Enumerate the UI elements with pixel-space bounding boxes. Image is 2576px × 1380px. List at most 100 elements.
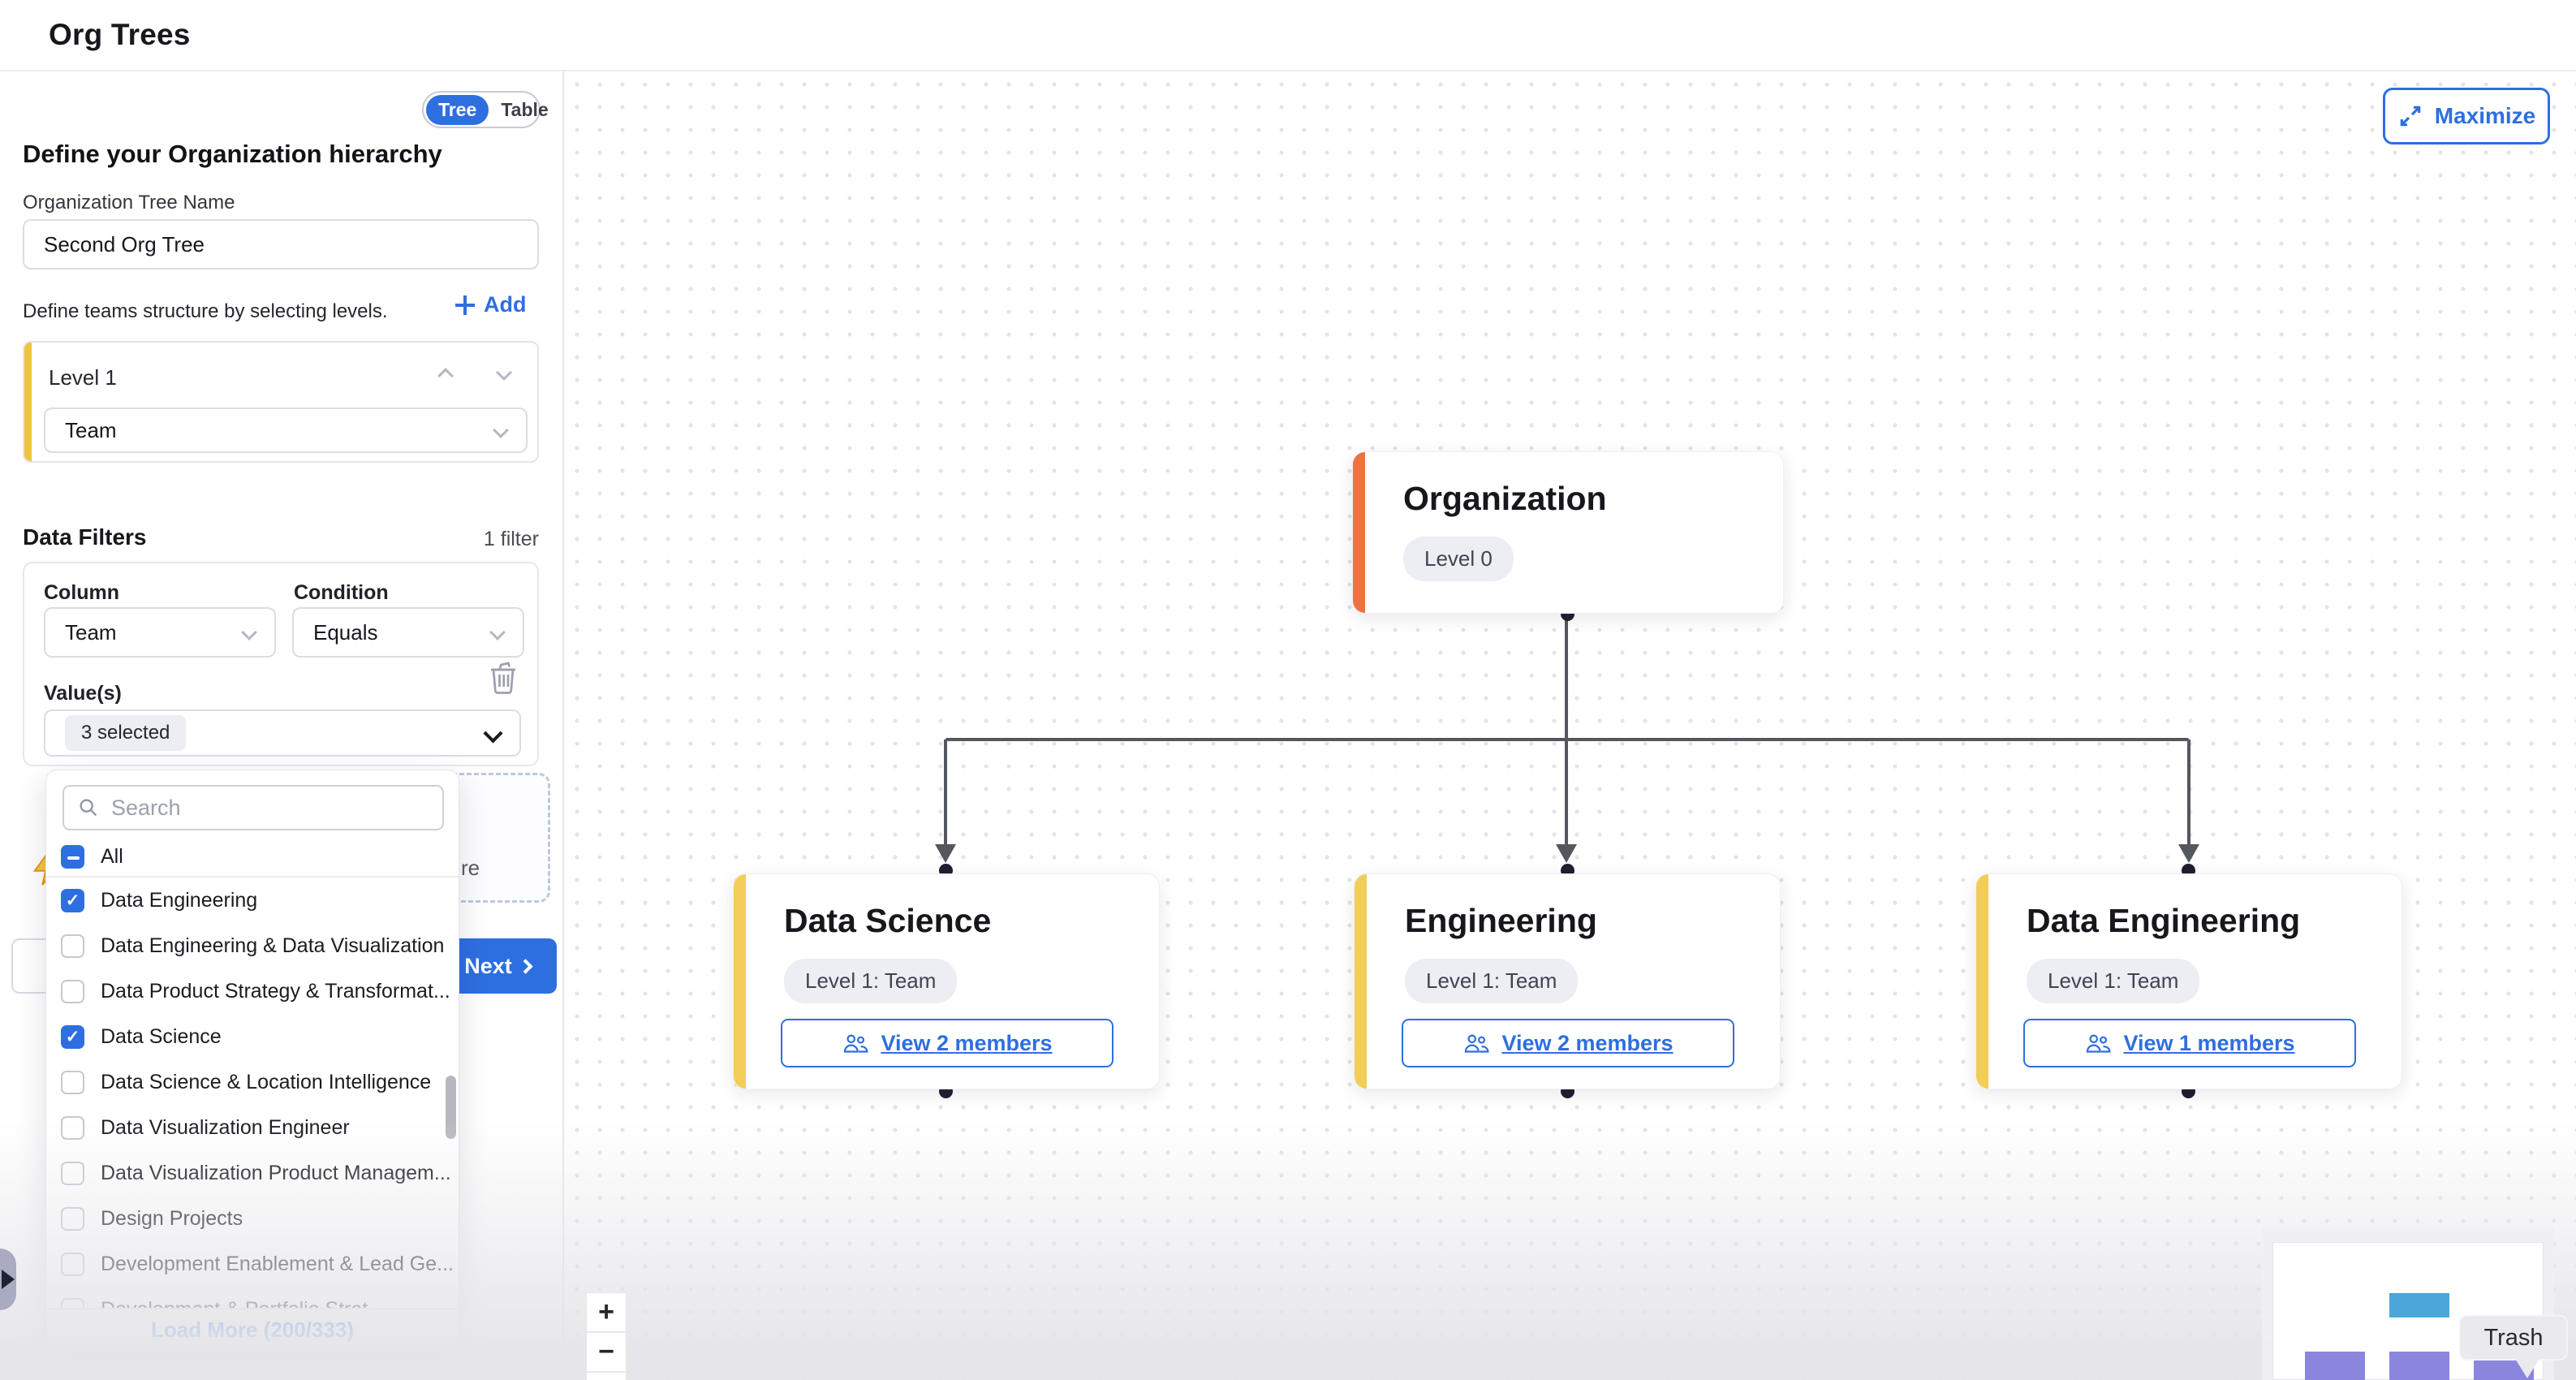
toggle-table[interactable]: Table [501, 98, 549, 120]
dropdown-option[interactable]: Data Science & Location Intelligence [46, 1059, 459, 1105]
view-members-button[interactable]: View 2 members [1402, 1019, 1734, 1067]
chevron-down-icon [483, 722, 503, 744]
zoom-fit-button[interactable] [586, 1372, 627, 1380]
delete-filter-icon[interactable] [489, 659, 518, 695]
view-members-label: View 2 members [881, 1030, 1053, 1055]
scrollbar-thumb[interactable] [446, 1076, 456, 1139]
selected-count-chip: 3 selected [65, 715, 187, 751]
hierarchy-panel: Tree Table Define your Organization hier… [0, 71, 564, 1380]
node-accent-bar [1353, 452, 1365, 613]
dropdown-option[interactable]: Development Enablement & Lead Ge... [46, 1241, 459, 1287]
zoom-controls: + − [586, 1292, 627, 1380]
node-title: Data Science [784, 902, 992, 939]
dropdown-options-list: Data Engineering Data Engineering & Data… [46, 878, 459, 1308]
dropdown-option[interactable]: Development & Portfolio Strat... [46, 1287, 459, 1308]
minimap-child-node [2305, 1352, 2365, 1380]
option-label: Data Product Strategy & Transformat... [101, 979, 450, 1003]
option-checkbox[interactable] [61, 1252, 84, 1276]
option-checkbox[interactable] [61, 1024, 84, 1049]
column-select[interactable]: Team [44, 607, 276, 658]
view-members-button[interactable]: View 2 members [781, 1019, 1114, 1067]
zoom-out-button[interactable]: − [586, 1332, 627, 1372]
dropdown-option[interactable]: Data Engineering & Data Visualization [46, 923, 459, 968]
option-checkbox[interactable] [61, 1297, 84, 1308]
move-level-down-icon[interactable] [496, 364, 512, 381]
condition-select[interactable]: Equals [292, 607, 524, 658]
view-members-button[interactable]: View 1 members [2023, 1019, 2356, 1067]
hidden-tip-text-fragment: re [461, 856, 480, 880]
dropdown-option[interactable]: Data Visualization Product Managem... [46, 1150, 459, 1196]
option-checkbox[interactable] [61, 1115, 84, 1140]
option-label: Development & Portfolio Strat... [101, 1298, 385, 1309]
node-level-badge: Level 1: Team [2027, 959, 2200, 1003]
dropdown-option[interactable]: Data Engineering [46, 878, 459, 923]
filter-card: Column Condition Team Equals Value(s) 3 … [23, 562, 539, 766]
select-all-checkbox[interactable] [61, 844, 84, 869]
condition-value: Equals [313, 619, 378, 645]
option-checkbox[interactable] [61, 888, 84, 912]
level-type-select[interactable]: Team [44, 408, 528, 453]
plus-icon [454, 295, 476, 316]
minimap-child-node [2389, 1352, 2449, 1380]
minimap-root-node [2389, 1293, 2449, 1317]
level-card: Level 1 Team [23, 341, 539, 463]
condition-label: Condition [294, 581, 389, 604]
node-level-badge: Level 0 [1403, 537, 1514, 581]
node-level-badge: Level 1: Team [784, 959, 958, 1003]
option-checkbox[interactable] [61, 979, 84, 1003]
arrowhead-icon [2178, 844, 2199, 863]
filter-count-badge: 1 filter [483, 528, 539, 550]
tree-name-input[interactable] [23, 219, 539, 270]
option-checkbox[interactable] [61, 1206, 84, 1231]
people-icon [844, 1034, 869, 1053]
org-node-data-engineering[interactable]: Data Engineering Level 1: Team View 1 me… [1975, 873, 2402, 1089]
zoom-in-button[interactable]: + [586, 1292, 627, 1332]
add-level-button[interactable]: Add [454, 292, 526, 317]
values-multiselect[interactable]: 3 selected [44, 709, 521, 757]
node-accent-bar [1976, 874, 1988, 1089]
option-label: Data Engineering & Data Visualization [101, 934, 445, 957]
levels-hint: Define teams structure by selecting leve… [23, 300, 388, 322]
dropdown-separator [46, 876, 459, 878]
edge-drop-right [2187, 740, 2190, 846]
panel-heading: Define your Organization hierarchy [23, 140, 442, 168]
trash-tooltip: Trash [2459, 1315, 2568, 1361]
load-more-link[interactable]: Load More (200/333) [151, 1317, 354, 1342]
add-level-label: Add [484, 292, 527, 317]
option-checkbox[interactable] [61, 1070, 84, 1094]
option-label: Development Enablement & Lead Ge... [101, 1252, 454, 1275]
select-all-row[interactable]: All [58, 839, 123, 874]
dropdown-search-input[interactable] [111, 795, 420, 821]
maximize-button[interactable]: Maximize [2383, 88, 2550, 144]
dropdown-option[interactable]: Design Projects [46, 1196, 459, 1241]
node-accent-bar [1355, 874, 1367, 1089]
option-label: Data Visualization Engineer [101, 1115, 350, 1139]
dropdown-search[interactable] [62, 785, 444, 830]
option-label: Design Projects [101, 1206, 243, 1230]
dropdown-footer: Load More (200/333) [46, 1308, 459, 1350]
org-tree-canvas[interactable] [566, 73, 2576, 1380]
view-members-label: View 2 members [1501, 1030, 1674, 1055]
dropdown-option[interactable]: Data Visualization Engineer [46, 1105, 459, 1150]
page-title: Org Trees [49, 18, 191, 51]
toggle-tree[interactable]: Tree [426, 94, 489, 125]
move-level-up-icon[interactable] [437, 368, 454, 384]
data-filters-title: Data Filters [23, 524, 147, 550]
option-checkbox[interactable] [61, 1161, 84, 1185]
org-node-root[interactable]: Organization Level 0 [1352, 451, 1784, 614]
org-node-data-science[interactable]: Data Science Level 1: Team View 2 member… [733, 873, 1160, 1089]
org-node-engineering[interactable]: Engineering Level 1: Team View 2 members [1354, 873, 1781, 1089]
view-toggle[interactable]: Tree Table [422, 91, 549, 128]
values-label: Value(s) [44, 682, 122, 705]
node-accent-bar [734, 874, 746, 1089]
node-title: Data Engineering [2027, 902, 2301, 939]
expand-icon [2400, 106, 2421, 127]
level-accent-bar [24, 343, 32, 461]
dropdown-option[interactable]: Data Product Strategy & Transformat... [46, 968, 459, 1014]
option-label: Data Science & Location Intelligence [101, 1070, 432, 1093]
people-icon [1465, 1034, 1490, 1053]
dropdown-option[interactable]: Data Science [46, 1014, 459, 1059]
expand-drawer-handle[interactable] [0, 1248, 16, 1310]
option-checkbox[interactable] [61, 934, 84, 958]
